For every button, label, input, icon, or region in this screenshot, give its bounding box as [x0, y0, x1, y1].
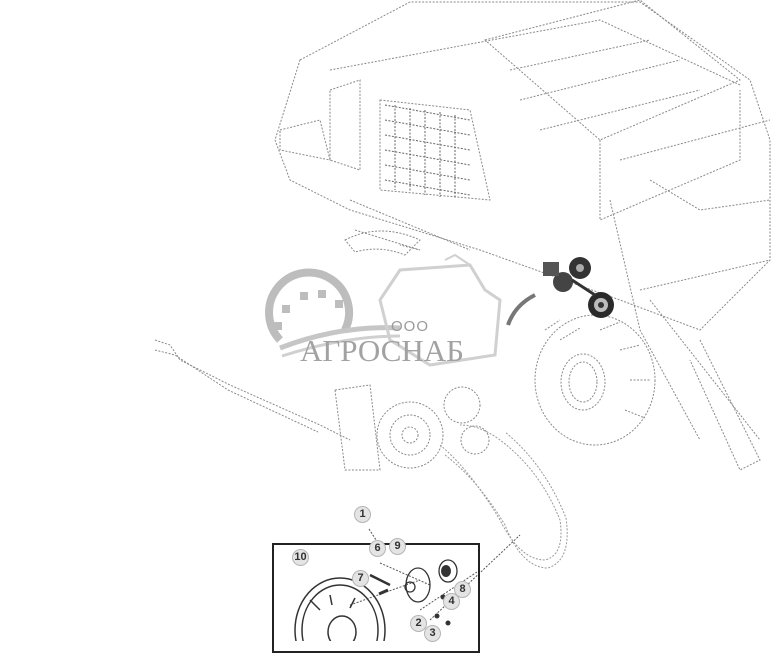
drive-shaft — [154, 339, 351, 441]
radiator-grille — [384, 104, 471, 199]
callout-3: 3 — [424, 625, 441, 642]
callout-1: 1 — [354, 506, 371, 523]
rear-wheel — [534, 314, 656, 446]
callout-10: 10 — [292, 549, 309, 566]
exploded-pulley-10 — [294, 577, 386, 641]
watermark-prefix: ООО — [391, 318, 430, 335]
watermark-logo-icon — [265, 253, 502, 367]
exploded-flange-8 — [438, 559, 458, 583]
callout-4: 4 — [443, 593, 460, 610]
combine-body — [274, 0, 771, 471]
gearbox-pulley — [334, 384, 490, 471]
callout-2: 2 — [410, 615, 427, 632]
leader-lines — [349, 528, 521, 621]
belt-tensioner-assembly — [506, 257, 614, 326]
exploded-bolt-7 — [378, 588, 389, 596]
callout-9: 9 — [389, 538, 406, 555]
drive-belt — [439, 424, 568, 569]
callout-7: 7 — [352, 570, 369, 587]
exploded-bolt-6 — [369, 573, 391, 587]
exploded-hub-9 — [404, 567, 431, 603]
callout-6: 6 — [369, 540, 386, 557]
front-tyre — [344, 230, 421, 256]
watermark-name: АГРОСНАБ — [300, 333, 464, 368]
callout-8: 8 — [454, 581, 471, 598]
